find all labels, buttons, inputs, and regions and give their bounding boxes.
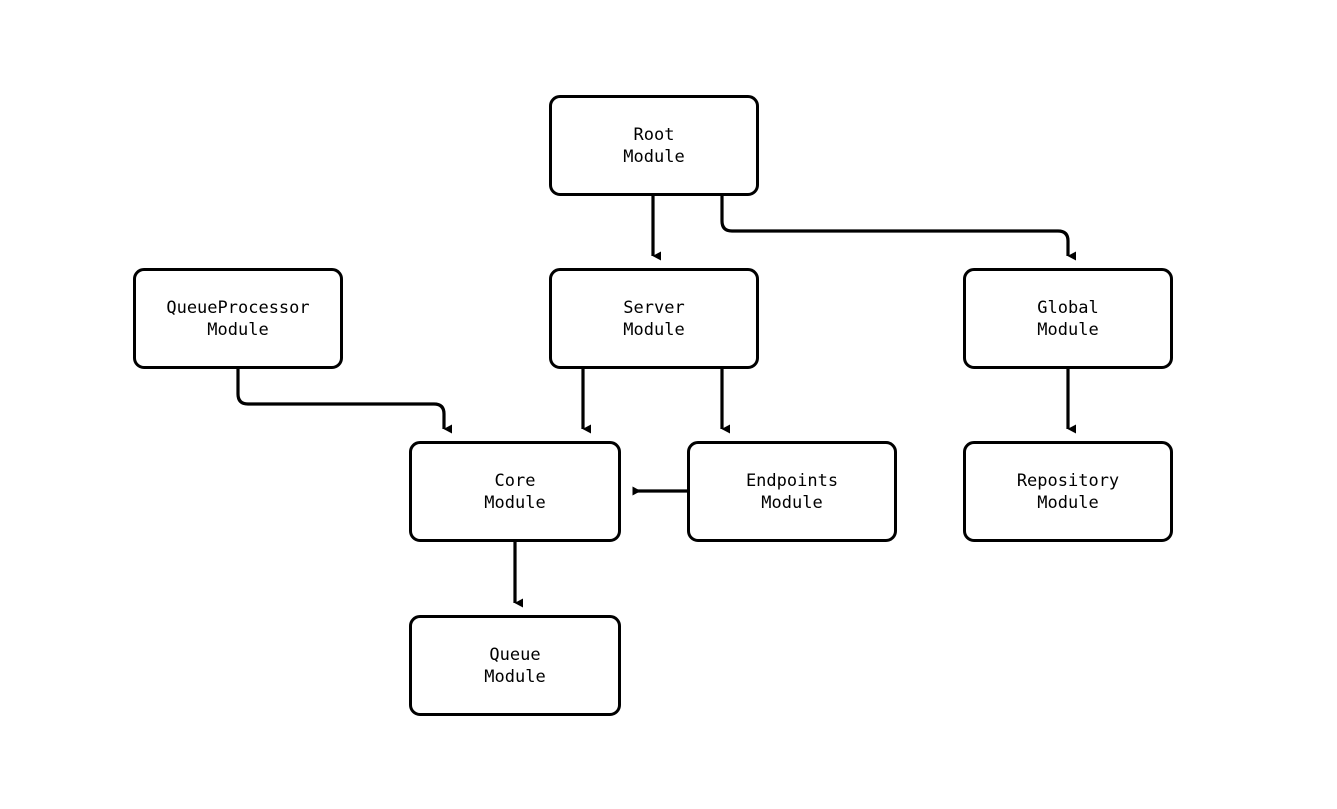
node-core-module-line1: Core [494, 470, 536, 491]
node-endpoints-module[interactable]: Endpoints Module [687, 441, 897, 542]
node-endpoints-module-line2: Module [761, 492, 823, 513]
node-queue-module-line2: Module [484, 666, 546, 687]
edge-queueprocessor-to-core [236, 369, 452, 434]
node-queueprocessor-module[interactable]: QueueProcessor Module [133, 268, 343, 369]
node-endpoints-module-line1: Endpoints [745, 470, 839, 491]
node-queueprocessor-module-line1: QueueProcessor [166, 297, 310, 318]
node-repository-module[interactable]: Repository Module [963, 441, 1173, 542]
node-root-module-line2: Module [623, 146, 685, 167]
node-core-module-line2: Module [484, 492, 546, 513]
node-core-module[interactable]: Core Module [409, 441, 621, 542]
node-root-module-line1: Root [633, 124, 675, 145]
node-server-module[interactable]: Server Module [549, 268, 759, 369]
node-queue-module-line1: Queue [489, 644, 541, 665]
node-server-module-line2: Module [623, 319, 685, 340]
node-repository-module-line1: Repository [1016, 470, 1120, 491]
node-queue-module[interactable]: Queue Module [409, 615, 621, 716]
node-queueprocessor-module-line2: Module [207, 319, 269, 340]
node-repository-module-line2: Module [1037, 492, 1099, 513]
node-global-module-line1: Global [1037, 297, 1099, 318]
node-root-module[interactable]: Root Module [549, 95, 759, 196]
node-global-module-line2: Module [1037, 319, 1099, 340]
node-server-module-line1: Server [623, 297, 685, 318]
node-global-module[interactable]: Global Module [963, 268, 1173, 369]
edge-root-to-global [720, 196, 1076, 261]
